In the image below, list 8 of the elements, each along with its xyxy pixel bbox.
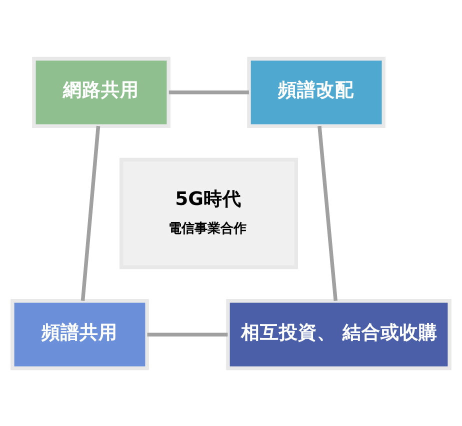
connector bbox=[147, 332, 228, 336]
node-box: 相互投資、 結合或收購 bbox=[226, 298, 452, 370]
node-box: 網路共用 bbox=[32, 56, 170, 128]
node-box: 頻譜共用 bbox=[10, 298, 149, 370]
connector bbox=[80, 125, 100, 300]
node-box: 頻譜改配 bbox=[247, 56, 386, 128]
connector bbox=[168, 90, 249, 94]
connector bbox=[318, 125, 338, 300]
